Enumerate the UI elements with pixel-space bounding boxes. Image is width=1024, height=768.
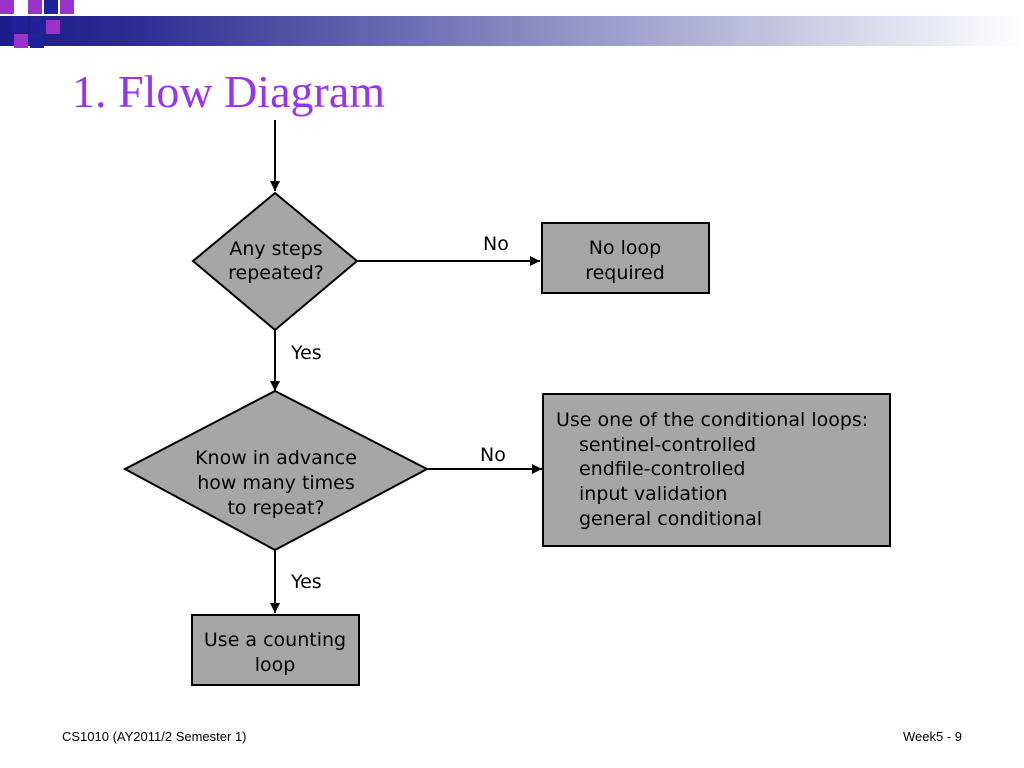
decision-know-in-advance: Know in advance how many times to repeat… (122, 389, 430, 552)
decision-1-line-1: Any steps (229, 238, 322, 260)
conditional-heading: Use one of the conditional loops: (556, 409, 868, 431)
conditional-item: input validation (579, 483, 727, 505)
box-counting-line-1: Use a counting (204, 629, 346, 651)
label-yes-1: Yes (290, 342, 322, 364)
decision-any-steps-repeated: Any steps repeated? (191, 191, 359, 332)
box-no-loop-required: No loop required (541, 222, 710, 294)
decision-2-line-3: to repeat? (227, 497, 324, 519)
conditional-item: endfile-controlled (579, 458, 745, 480)
conditional-item: sentinel-controlled (579, 434, 756, 456)
box-no-loop-line-2: required (585, 262, 665, 284)
box-conditional-loops: Use one of the conditional loops: sentin… (542, 393, 891, 547)
box-counting-line-2: loop (255, 654, 296, 676)
decision-2-line-1: Know in advance (195, 447, 357, 469)
label-yes-2: Yes (290, 571, 322, 593)
label-no-2: No (480, 444, 506, 466)
box-counting-loop: Use a counting loop (191, 614, 360, 686)
decision-1-line-2: repeated? (228, 262, 324, 284)
header-band (0, 0, 1024, 48)
decision-2-line-2: how many times (197, 472, 355, 494)
slide-title: 1. Flow Diagram (72, 66, 386, 117)
conditional-item: general conditional (579, 508, 762, 530)
box-no-loop-line-1: No loop (589, 237, 661, 259)
label-no-1: No (483, 233, 509, 255)
corner-squares-logo (0, 0, 74, 48)
header-gradient-bar (0, 16, 1024, 46)
footer-course: CS1010 (AY2011/2 Semester 1) (62, 729, 247, 744)
footer-page-number: Week5 - 9 (902, 729, 962, 744)
